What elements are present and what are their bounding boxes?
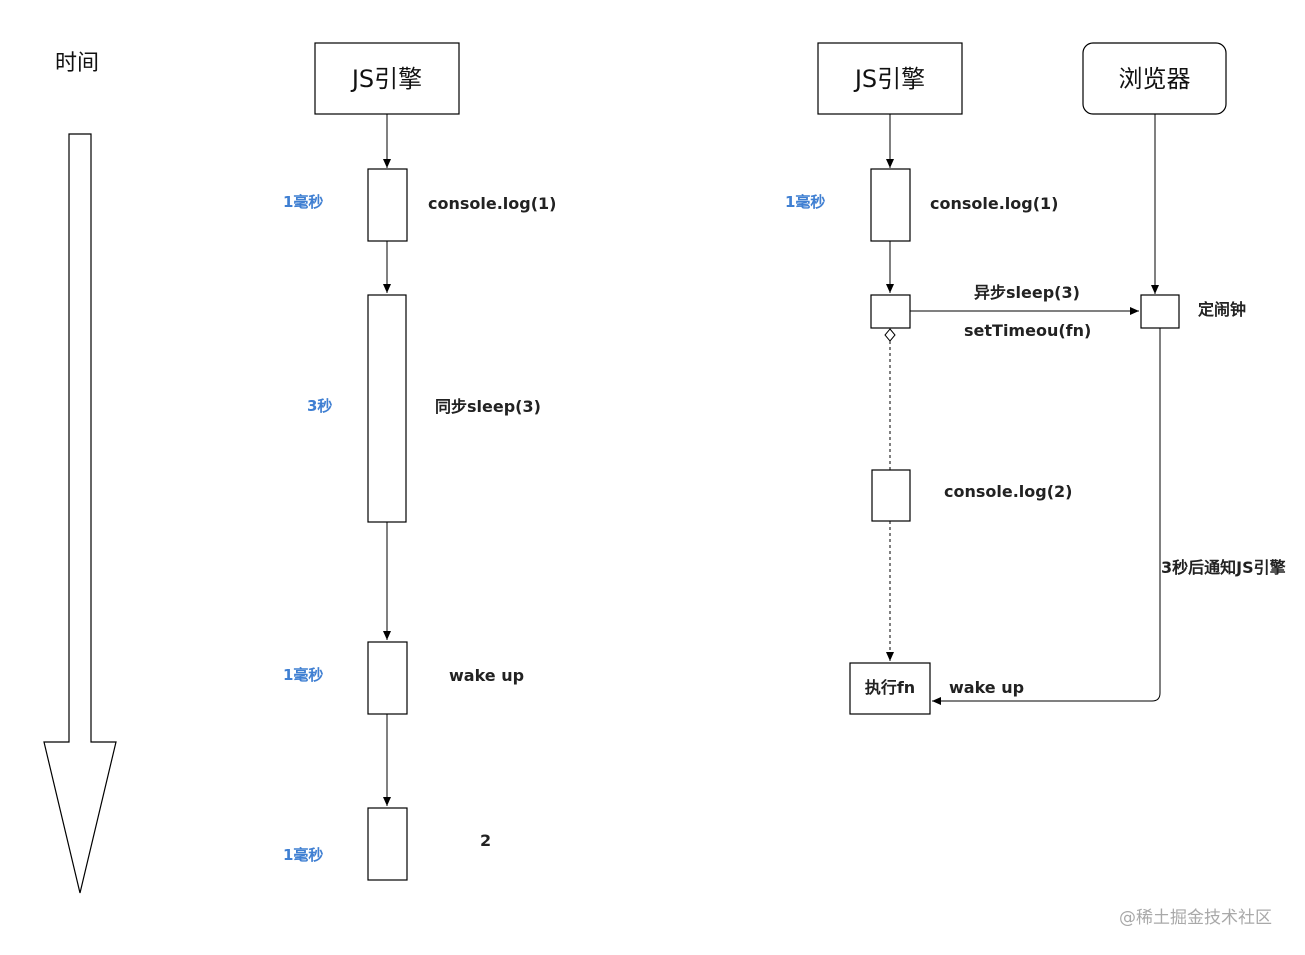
left-step-box-4 [367,807,408,881]
left-step-box-2 [367,294,407,523]
left-engine-title: JS引擎 [351,65,423,93]
settimeout-label: setTimeou(fn) [964,321,1092,340]
exec-box [849,662,931,715]
left-duration-3: 1毫秒 [283,666,324,684]
time-arrow [43,133,117,894]
left-duration-2: 3秒 [307,397,333,415]
right-wake-label: wake up [949,678,1025,697]
log2-box [871,469,911,522]
right-step-box-1 [870,168,911,242]
right-duration-1: 1毫秒 [785,193,826,211]
timer-box [1140,294,1180,329]
watermark: @稀土掘金技术社区 [1119,908,1272,928]
right-engine-title: JS引擎 [854,65,926,93]
async-box [870,294,911,329]
left-step-label-2: 同步sleep(3) [435,397,541,416]
left-step-label-3: wake up [449,666,525,685]
left-step-box-1 [367,168,408,242]
left-engine-box [314,42,460,115]
left-duration-4: 1毫秒 [283,846,324,864]
notify-label: 3秒后通知JS引擎 [1161,558,1286,577]
browser-title: 浏览器 [1118,65,1191,93]
left-step-label-4: 2 [480,831,492,850]
timer-label: 定闹钟 [1198,300,1247,319]
left-step-label-1: console.log(1) [428,194,557,213]
log2-label: console.log(2) [944,482,1073,501]
right-step-label-1: console.log(1) [930,194,1059,213]
diamond-marker [884,328,896,342]
callback-arrow [932,328,1161,705]
left-duration-1: 1毫秒 [283,193,324,211]
left-step-box-3 [367,641,408,715]
exec-label: 执行fn [864,678,916,697]
time-axis-label: 时间 [55,51,100,76]
async-sleep-label: 异步sleep(3) [974,283,1080,302]
